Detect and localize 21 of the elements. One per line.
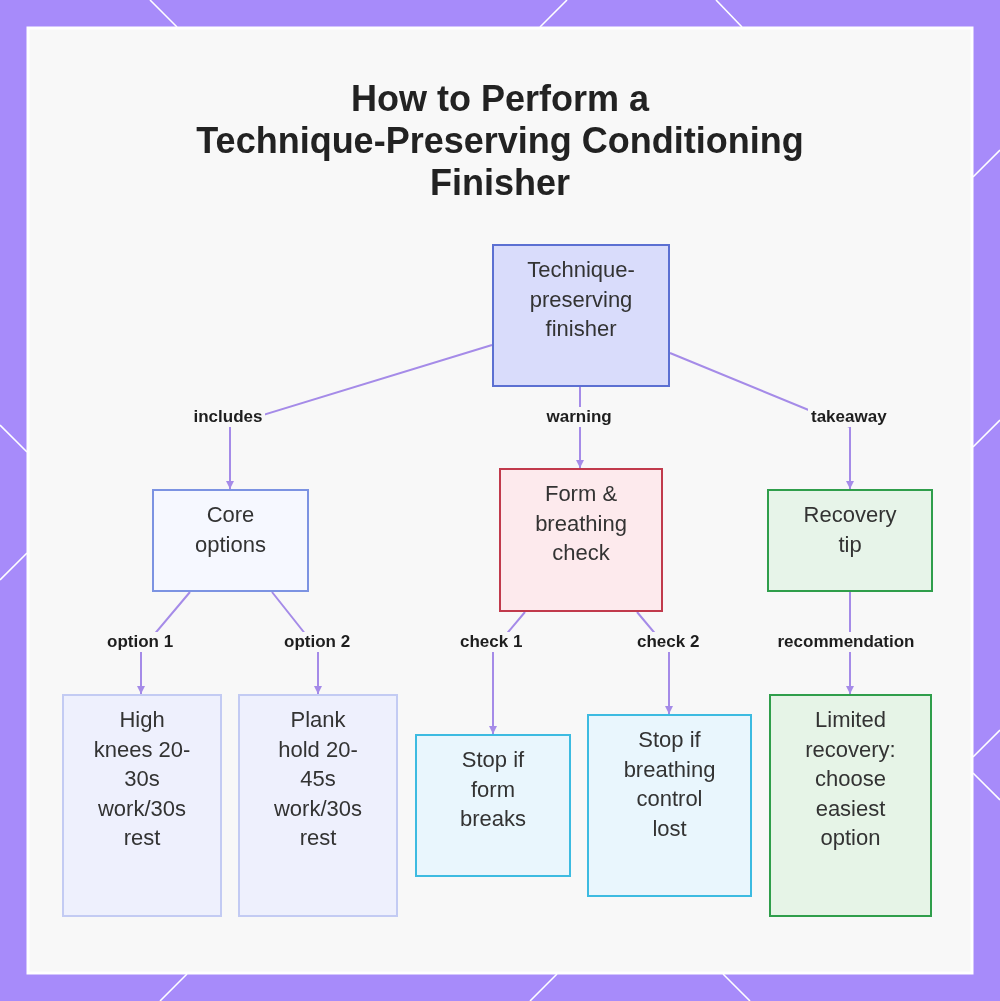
- node-text: Plank hold 20-45s work/30s rest: [272, 706, 363, 852]
- process-box: [238, 694, 398, 917]
- node-text: Form & breathing check: [534, 480, 628, 567]
- process-box: [62, 694, 222, 917]
- process-box: [152, 489, 309, 592]
- arrow: [226, 344, 493, 490]
- node-text: Technique-preserving finisher: [526, 256, 636, 343]
- node-text: Core options: [194, 501, 267, 559]
- process-box: [769, 694, 932, 917]
- node-text: Stop if breathing control lost: [622, 726, 717, 843]
- node-text: Recovery tip: [802, 501, 898, 559]
- process-box: [415, 734, 571, 877]
- process-box: [492, 244, 670, 387]
- edge-label: takeaway: [808, 407, 890, 427]
- node-text: Limited recovery: choose easiest option: [804, 706, 897, 852]
- node-text: Stop if form breaks: [458, 746, 527, 833]
- node-text: High knees 20-30s work/30s rest: [92, 706, 192, 852]
- process-box: [587, 714, 752, 897]
- title: How to Perform a Technique-Preserving Conditioning Finisher: [195, 78, 805, 204]
- process-box: [499, 468, 663, 612]
- process-box: [767, 489, 933, 592]
